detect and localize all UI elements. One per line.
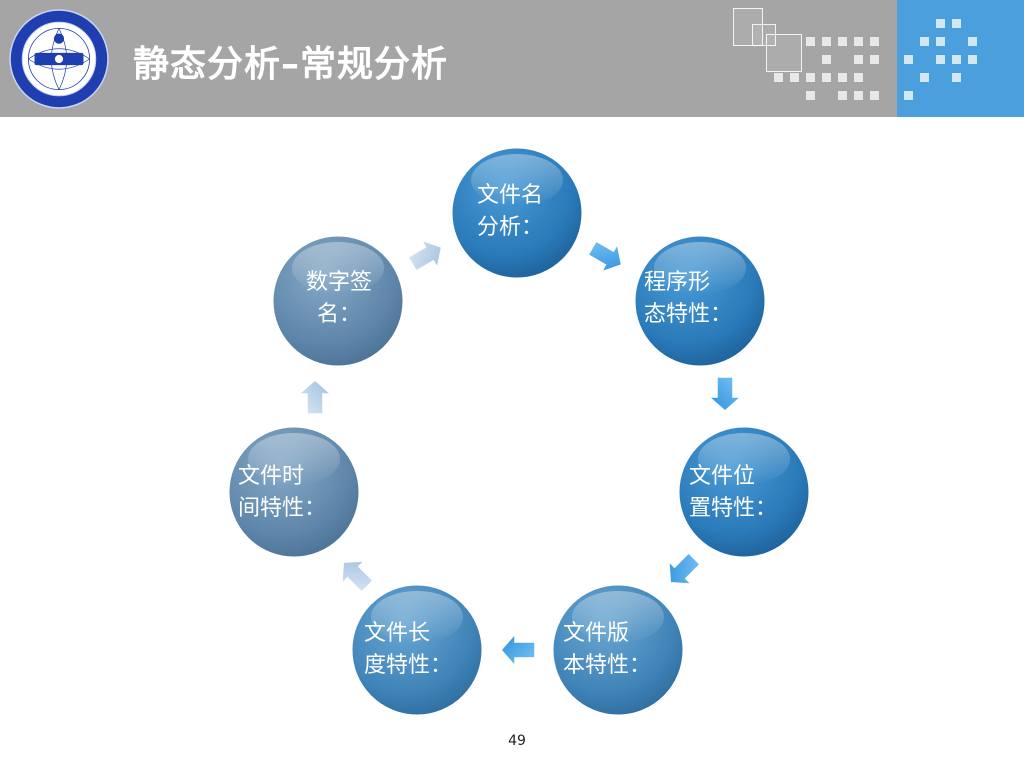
node-label-filename: 文件名 分析： [477, 183, 544, 240]
arrow-file-location-to-file-version [667, 551, 702, 586]
node-circle-filename [449, 145, 585, 281]
node-circle-file-length [349, 582, 485, 718]
header-bar [0, 0, 1024, 117]
arrow-file-version-to-file-length [500, 632, 536, 668]
node-circle-file-version [550, 582, 686, 718]
node-circle-file-location [676, 424, 812, 560]
page-title: 静态分析–常规分析 [133, 44, 449, 85]
arrow-program-form-to-file-location [707, 376, 743, 412]
node-label-file-time: 文件时 间特性： [238, 464, 327, 521]
arrow-file-time-to-digital-signature [297, 379, 333, 415]
node-label-file-location: 文件位 置特性： [689, 464, 778, 521]
node-circle-file-time [226, 424, 362, 560]
arrow-digital-signature-to-filename [407, 238, 443, 272]
node-circle-digital-signature [270, 233, 406, 369]
node-label-program-form: 程序形 态特性： [644, 270, 733, 327]
node-circle-program-form [632, 233, 768, 369]
page-number: 49 [508, 733, 526, 749]
node-label-file-version: 文件版 本特性： [563, 621, 652, 678]
node-label-file-length: 文件长 度特性： [364, 621, 453, 678]
node-label-digital-signature: 数字签 名： [305, 270, 372, 327]
organization-seal-logo [9, 9, 109, 109]
arrow-filename-to-program-form [587, 240, 623, 274]
arrow-file-length-to-file-time [340, 559, 375, 594]
